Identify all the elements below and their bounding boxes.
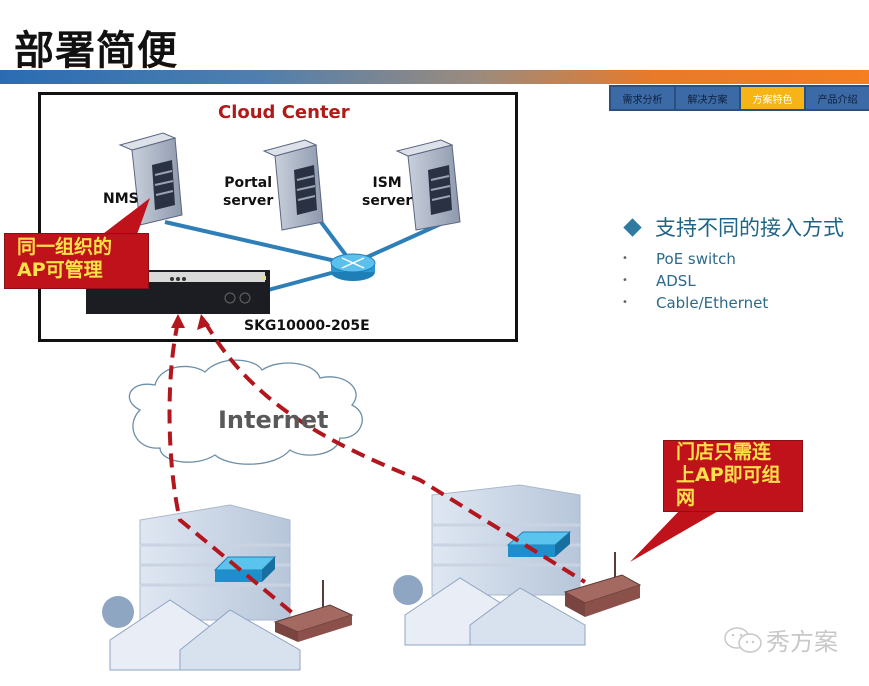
nav-tab-solution[interactable]: 解决方案 (676, 87, 739, 109)
cloud-center-title: Cloud Center (218, 102, 350, 123)
callout-right-line3: 网 (676, 487, 696, 509)
poe-switch-left-icon (213, 556, 277, 582)
network-links (164, 216, 446, 292)
header-gradient-bar (0, 70, 869, 84)
nms-label-text: NMS (103, 191, 139, 207)
section-nav: 需求分析 解决方案 方案特色 产品介绍 (609, 85, 869, 111)
nms-label: NMS (103, 190, 139, 208)
ism-label-line2: server (362, 193, 413, 209)
gateway-label: SKG10000-205E (244, 318, 370, 334)
portal-label-line1: Portal (224, 175, 272, 191)
feature-item: • ADSL (620, 272, 844, 290)
wechat-icon (724, 626, 762, 653)
feature-item: • Cable/Ethernet (620, 294, 844, 312)
ism-server-icon (395, 139, 461, 231)
callout-right: 门店只需连 上AP即可组 网 (663, 440, 803, 512)
nms-server-icon (118, 132, 183, 226)
nav-tab-products[interactable]: 产品介绍 (806, 87, 869, 109)
callout-left-line1: 同一组织的 (17, 236, 113, 258)
callout-right-line2: 上AP即可组 (676, 464, 781, 486)
ism-label-line1: ISM (372, 175, 402, 191)
slide-title: 部署简便 (14, 28, 178, 74)
bullet-dot-icon: • (622, 275, 628, 286)
bullet-dot-icon: • (622, 297, 628, 308)
ism-server-label: ISM server (362, 174, 412, 210)
features-heading: 支持不同的接入方式 (620, 212, 844, 242)
vpn-tunnel-links (167, 320, 587, 617)
nav-tab-features[interactable]: 方案特色 (741, 87, 804, 109)
tunnel-arrowheads (171, 314, 210, 330)
portal-server-label: Portal server (223, 174, 273, 210)
feature-item-text: Cable/Ethernet (656, 294, 769, 312)
callout-left-line2: AP可管理 (17, 259, 103, 281)
features-list: 支持不同的接入方式 • PoE switch • ADSL • Cable/Et… (620, 212, 844, 312)
internet-cloud-icon (128, 359, 363, 465)
feature-item-text: ADSL (656, 272, 696, 290)
portal-label-line2: server (223, 193, 274, 209)
watermark: 秀方案 (722, 622, 838, 657)
internet-label: Internet (218, 406, 329, 434)
callout-left-pointer (95, 198, 150, 240)
bullet-dot-icon: • (622, 253, 628, 264)
ap-device-left-icon (273, 580, 354, 642)
store-building-left-icon (102, 504, 301, 671)
feature-item: • PoE switch (620, 250, 844, 268)
callout-right-pointer (630, 510, 720, 562)
ap-device-right-icon (563, 552, 642, 617)
portal-server-icon (262, 139, 324, 231)
store-building-right-icon (393, 484, 586, 646)
callout-left: 同一组织的 AP可管理 (4, 233, 149, 289)
feature-item-text: PoE switch (656, 250, 736, 268)
features-heading-text: 支持不同的接入方式 (655, 216, 844, 240)
router-icon (330, 253, 376, 281)
callout-right-line1: 门店只需连 (676, 441, 772, 463)
watermark-text: 秀方案 (766, 628, 838, 656)
diamond-bullet-icon (623, 217, 642, 237)
nav-tab-requirements[interactable]: 需求分析 (611, 87, 674, 109)
